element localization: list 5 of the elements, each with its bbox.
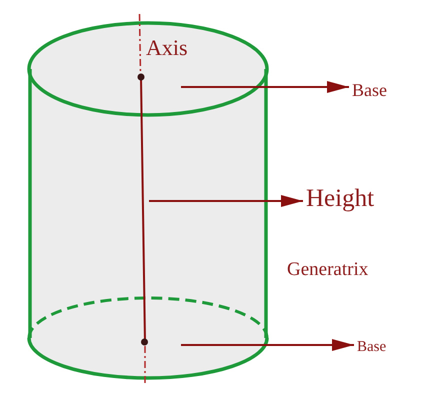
term-label: Axis xyxy=(146,35,188,60)
term-label: Generatrix xyxy=(287,259,368,281)
arrow xyxy=(149,195,303,207)
arrow xyxy=(181,81,349,93)
arrow xyxy=(181,339,354,351)
